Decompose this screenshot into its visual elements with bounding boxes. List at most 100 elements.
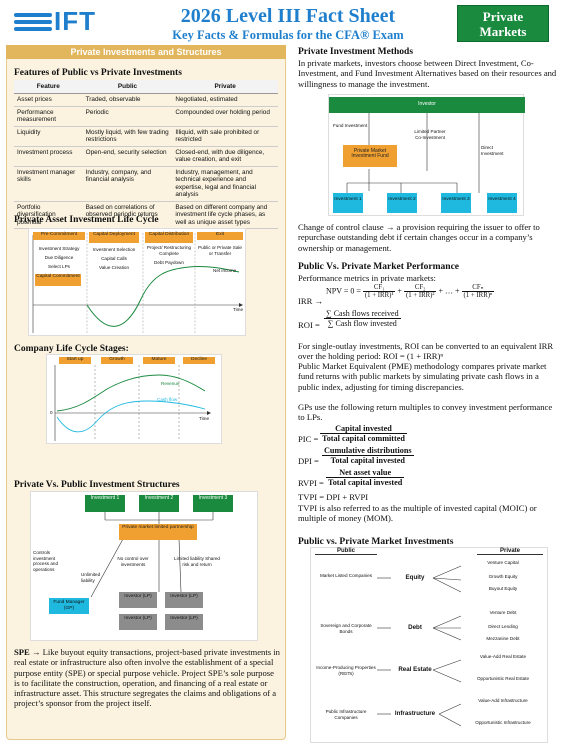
features-cell: Investment process bbox=[14, 146, 83, 167]
methods-arrows bbox=[346, 113, 480, 193]
pvp-asset-class: Equity bbox=[405, 574, 425, 581]
formula-dots: + … + bbox=[438, 286, 460, 296]
pic-label: PIC = bbox=[298, 434, 319, 444]
structures-diagram: Investment 1 Investment 2 Investment 3 P… bbox=[30, 491, 258, 641]
phase-exit: Exit bbox=[197, 232, 243, 240]
company-cycle-title: Company Life Cycle Stages: bbox=[14, 344, 129, 354]
features-col-header: Private bbox=[172, 80, 278, 94]
pvp-private-item: Buyout Equity bbox=[488, 586, 518, 591]
features-cell: Open-end, security selection bbox=[82, 146, 173, 167]
capital-commitment-box: Capital Commitment bbox=[35, 274, 81, 286]
structures-title: Private Vs. Public Investment Structures bbox=[14, 480, 180, 490]
fund-manager-box: Fund Manager (GP) bbox=[49, 598, 89, 614]
pvp-private-head: Private bbox=[477, 548, 543, 555]
features-cell: Investment manager skills bbox=[14, 166, 83, 202]
roi-label: ROI = bbox=[298, 320, 320, 330]
pvp-private-item: Growth Equity bbox=[488, 574, 518, 579]
features-cell: Mostly liquid, with few trading restrict… bbox=[82, 126, 173, 147]
investor-lp-3: Investor (LP) bbox=[119, 614, 157, 630]
company-cycle-curves bbox=[54, 365, 211, 441]
performance-subtitle: Performance metrics in private markets: bbox=[298, 273, 436, 283]
life-cycle-title: Private Asset Investment Life Cycle bbox=[14, 215, 159, 225]
page-subtitle: Key Facts & Formulas for the CFA® Exam bbox=[172, 28, 404, 42]
logo-text: IFT bbox=[54, 6, 96, 36]
cf1-fraction: CF₁(1 + IRR)¹ bbox=[362, 283, 396, 299]
investor-lp-4: Investor (LP) bbox=[165, 614, 203, 630]
stage-start-up: Start up bbox=[59, 357, 91, 364]
features-cell: Industry, management, and technical expe… bbox=[172, 166, 278, 202]
cf2-fraction: CF₂(1 + IRR)² bbox=[403, 283, 437, 299]
pvp-asset-class: Debt bbox=[408, 624, 422, 631]
stage-decline: Decline bbox=[183, 357, 215, 364]
methods-diagram: Investor Fund Investment Limited Partner… bbox=[328, 94, 525, 216]
limited-liability-label: Limited liability Shared risk and return bbox=[174, 556, 220, 567]
features-cell: Based on correlations of observed period… bbox=[82, 201, 173, 229]
life-cycle-curve bbox=[32, 233, 243, 333]
features-cell: Based on different company and investmen… bbox=[172, 201, 278, 229]
pvp-asset-class: Infrastructure bbox=[394, 710, 436, 717]
features-title: Features of Public vs Private Investment… bbox=[14, 68, 182, 78]
features-cell: Liquidity bbox=[14, 126, 83, 147]
pvp-title: Public vs. Private Market Investments bbox=[298, 537, 454, 547]
pvp-arrows bbox=[377, 565, 462, 727]
no-control-label: No control over investments bbox=[117, 556, 149, 567]
features-cell: Closed-end, with due diligence, value cr… bbox=[172, 146, 278, 167]
investment-1-box: Investment 1 bbox=[85, 495, 125, 512]
features-col-header: Public bbox=[82, 80, 173, 94]
cfn-fraction: CFₙ(1 + IRR)ⁿ bbox=[461, 284, 495, 299]
roi-irr-paragraph: For single-outlay investments, ROI can b… bbox=[298, 341, 554, 362]
pvp-private-item: Venture Capital bbox=[487, 560, 519, 565]
investment-1: Investment 1 bbox=[333, 193, 363, 213]
irr-formula: NPV = 0 = CF₁(1 + IRR)¹ + CF₂(1 + IRR)² … bbox=[326, 283, 495, 299]
investor-box: Investor bbox=[329, 97, 525, 113]
pvp-private-item: Mezzanine Debt bbox=[486, 636, 520, 641]
pvp-public-item: Sovereign and Corporate Bonds bbox=[320, 623, 372, 634]
pme-paragraph: Public Market Equivalent (PME) methodolo… bbox=[298, 361, 547, 392]
change-of-control-text: Change of control clause → a provision r… bbox=[298, 222, 540, 253]
spe-paragraph: SPE → Like buyout equity transactions, p… bbox=[14, 647, 280, 709]
company-cycle-diagram: Start up Growth Mature Decline Revenue C… bbox=[46, 354, 222, 444]
badge-line-2: Markets bbox=[479, 24, 527, 39]
tvpi-note: TVPI is also referred to as the multiple… bbox=[298, 503, 537, 524]
features-cell: Compounded over holding period bbox=[172, 106, 278, 127]
investor-lp-1: Investor (LP) bbox=[119, 592, 157, 608]
features-cell: Performance measurement bbox=[14, 106, 83, 127]
features-cell: Asset prices bbox=[14, 93, 83, 107]
phase-pre-commitment: Pre-Commitment bbox=[33, 232, 85, 240]
features-col-header: Feature bbox=[14, 80, 83, 94]
investment-4: Investment 4 bbox=[487, 193, 517, 213]
phase-capital-deployment: Capital Deployment bbox=[89, 232, 139, 243]
features-cell: Illiquid, with sale prohibited or restri… bbox=[172, 126, 278, 147]
investor-lp-2: Investor (LP) bbox=[165, 592, 203, 608]
pvp-public-head: Public bbox=[315, 548, 377, 555]
page-title: 2026 Level III Fact Sheet bbox=[180, 5, 396, 27]
spe-text: → Like buyout equity transactions, proje… bbox=[14, 647, 280, 709]
direct-investment-label: Direct Investment bbox=[481, 145, 504, 156]
features-cell: Traded, observable bbox=[82, 93, 173, 107]
badge-line-1: Private bbox=[482, 9, 524, 24]
methods-text: In private markets, investors choose bet… bbox=[298, 58, 557, 89]
phase-capital-distribution: Capital Distribution bbox=[145, 232, 193, 243]
phase-texts-3: Public or Private Sale or Transfer bbox=[198, 245, 242, 256]
npv-lhs: NPV = 0 = bbox=[326, 286, 361, 296]
pvp-asset-class: Real Estate bbox=[398, 666, 432, 673]
pvp-private-item: Opportunistic Real Estate bbox=[476, 676, 530, 681]
logo-bars-icon bbox=[14, 13, 52, 34]
methods-title: Private Investment Methods bbox=[298, 47, 414, 57]
investment-2-box: Investment 2 bbox=[139, 495, 179, 512]
pvp-private-item: Opportunistic Infrastructure bbox=[475, 720, 531, 725]
life-cycle-diagram: Pre-Commitment Capital Deployment Capita… bbox=[28, 228, 246, 336]
left-panel-title: Private Investments and Structures bbox=[6, 45, 286, 59]
limited-partner-label: Limited Partner Co-Investment bbox=[414, 129, 446, 140]
features-cell: Industry, company, and financial analysi… bbox=[82, 166, 173, 202]
ift-logo: IFT bbox=[14, 6, 124, 36]
